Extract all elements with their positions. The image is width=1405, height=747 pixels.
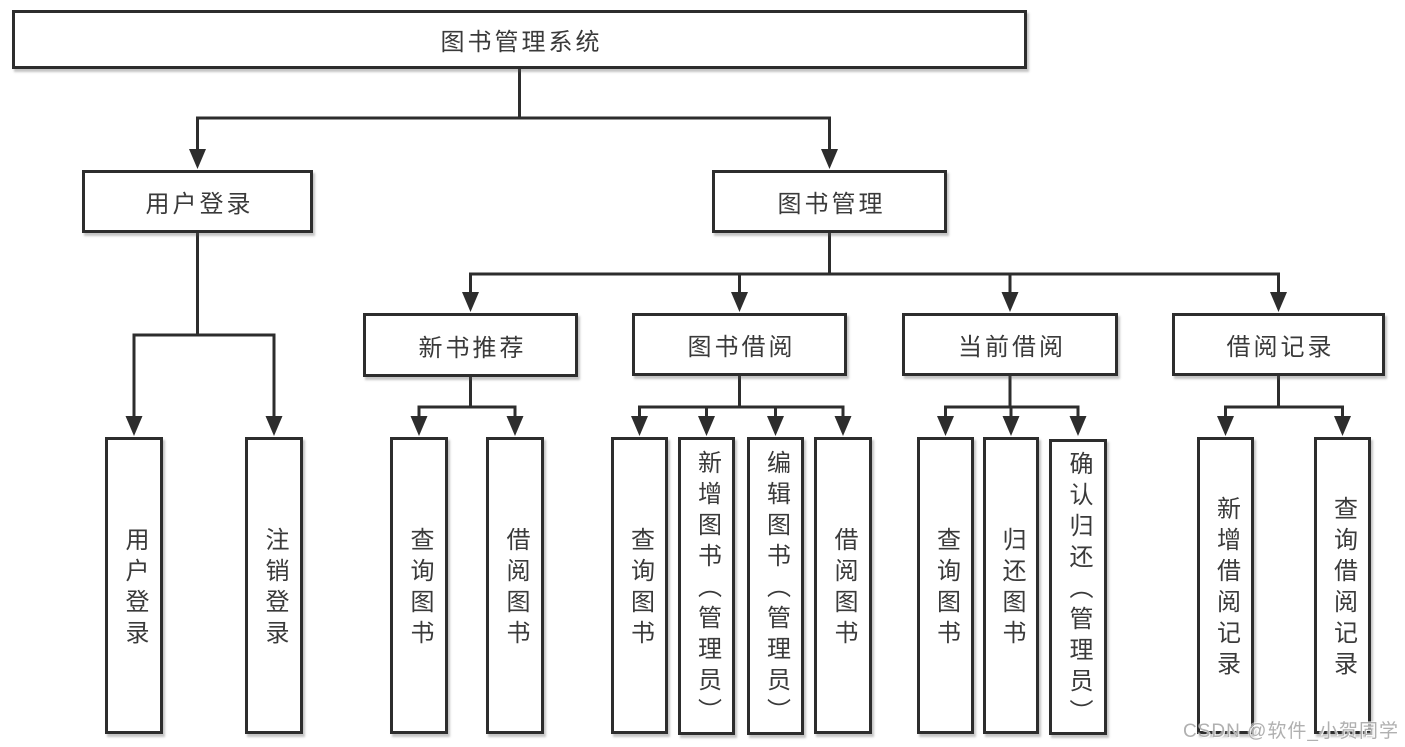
node-root-label: 图书管理系统 bbox=[440, 29, 603, 56]
leaf-query-books-borrowing-label: 查询图书 bbox=[626, 526, 654, 651]
node-root: 图书管理系统 bbox=[12, 10, 1027, 69]
leaf-edit-book-admin-label: 编辑图书（管理员） bbox=[762, 449, 790, 729]
node-current-borrowing-label: 当前借阅 bbox=[958, 334, 1066, 361]
leaf-query-books-recommend-label: 查询图书 bbox=[406, 526, 433, 651]
leaf-add-borrow-record: 新增借阅记录 bbox=[1197, 437, 1254, 734]
node-borrowing-records-label: 借阅记录 bbox=[1226, 334, 1335, 361]
leaf-logout-label: 注销登录 bbox=[261, 526, 288, 651]
leaf-add-borrow-record-label: 新增借阅记录 bbox=[1212, 495, 1240, 682]
leaf-borrow-books-recommend: 借阅图书 bbox=[486, 437, 544, 734]
node-book-management: 图书管理 bbox=[712, 170, 947, 233]
leaf-borrow-books-borrowing-label: 借阅图书 bbox=[830, 526, 857, 651]
node-user-login-label: 用户登录 bbox=[145, 191, 254, 218]
node-current-borrowing: 当前借阅 bbox=[902, 313, 1118, 376]
leaf-confirm-return-admin: 确认归还（管理员） bbox=[1049, 439, 1107, 735]
node-user-login: 用户登录 bbox=[82, 170, 313, 233]
node-book-borrowing-label: 图书借阅 bbox=[687, 334, 796, 361]
node-book-borrowing: 图书借阅 bbox=[632, 313, 847, 376]
csdn-watermark: CSDN @软件_小贺同学 bbox=[1183, 721, 1399, 742]
leaf-return-book-label: 归还图书 bbox=[998, 526, 1025, 651]
leaf-edit-book-admin: 编辑图书（管理员） bbox=[747, 437, 804, 735]
node-new-book-recommend-label: 新书推荐 bbox=[418, 334, 527, 362]
leaf-add-book-admin: 新增图书（管理员） bbox=[678, 437, 735, 735]
leaf-add-book-admin-label: 新增图书（管理员） bbox=[693, 449, 721, 729]
leaf-query-books-current: 查询图书 bbox=[917, 437, 974, 734]
leaf-query-books-current-label: 查询图书 bbox=[932, 526, 960, 651]
node-new-book-recommend: 新书推荐 bbox=[363, 313, 578, 377]
leaf-query-borrow-record: 查询借阅记录 bbox=[1314, 437, 1371, 734]
leaf-user-login-label: 用户登录 bbox=[121, 526, 148, 651]
leaf-query-books-borrowing: 查询图书 bbox=[611, 437, 668, 734]
node-book-management-label: 图书管理 bbox=[777, 191, 886, 218]
leaf-query-books-recommend: 查询图书 bbox=[390, 437, 448, 734]
node-borrowing-records: 借阅记录 bbox=[1172, 313, 1385, 376]
leaf-borrow-books-borrowing: 借阅图书 bbox=[814, 437, 872, 734]
leaf-confirm-return-admin-label: 确认归还（管理员） bbox=[1065, 450, 1092, 730]
leaf-logout: 注销登录 bbox=[245, 437, 303, 734]
leaf-borrow-books-recommend-label: 借阅图书 bbox=[502, 526, 529, 651]
leaf-return-book: 归还图书 bbox=[983, 437, 1039, 734]
leaf-query-borrow-record-label: 查询借阅记录 bbox=[1329, 495, 1357, 682]
leaf-user-login: 用户登录 bbox=[105, 437, 163, 734]
